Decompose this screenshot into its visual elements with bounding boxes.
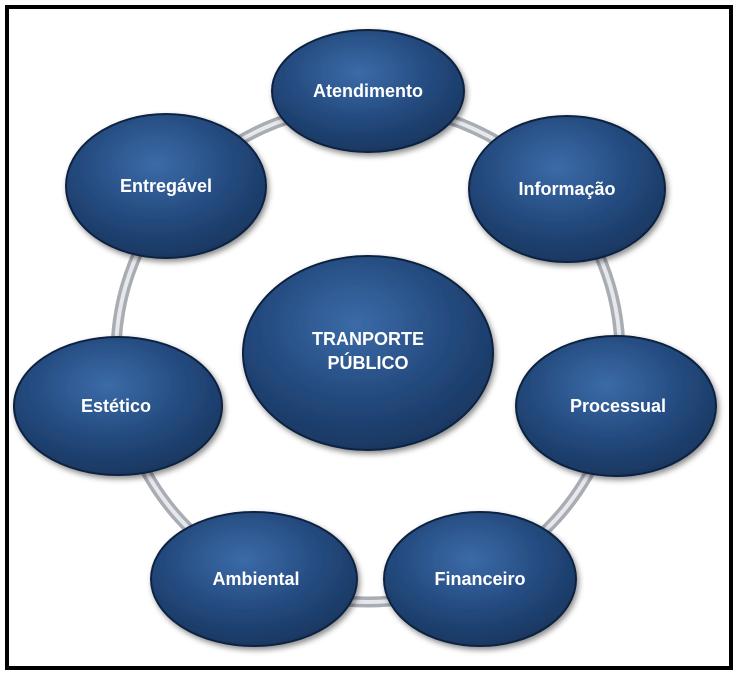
node-processual: Processual: [515, 335, 717, 477]
node-entregavel-label: Entregável: [120, 176, 212, 196]
node-informacao-label: Informação: [518, 179, 615, 199]
node-ambiental-ellipse: [150, 511, 358, 647]
node-informacao-ellipse: [468, 115, 666, 263]
node-ambiental-label: Ambiental: [212, 569, 299, 589]
center-label-line1: TRANPORTE: [312, 329, 424, 349]
node-ambiental: Ambiental: [150, 511, 358, 647]
node-estetico-ellipse: [13, 336, 223, 476]
center-node: TRANPORTE PÚBLICO: [242, 255, 494, 451]
node-informacao: Informação: [468, 115, 666, 263]
node-entregavel-ellipse: [65, 113, 267, 259]
node-atendimento: Atendimento: [271, 29, 465, 153]
center-ellipse: [242, 255, 494, 451]
node-estetico: Estético: [13, 336, 223, 476]
node-atendimento-label: Atendimento: [313, 81, 423, 101]
node-financeiro-label: Financeiro: [434, 569, 525, 589]
center-label-line2: PÚBLICO: [328, 352, 409, 373]
node-financeiro: Financeiro: [383, 511, 577, 647]
node-atendimento-ellipse: [271, 29, 465, 153]
node-entregavel: Entregável: [65, 113, 267, 259]
node-estetico-label: Estético: [81, 396, 151, 416]
node-financeiro-ellipse: [383, 511, 577, 647]
node-processual-label: Processual: [570, 396, 666, 416]
node-processual-ellipse: [515, 335, 717, 477]
